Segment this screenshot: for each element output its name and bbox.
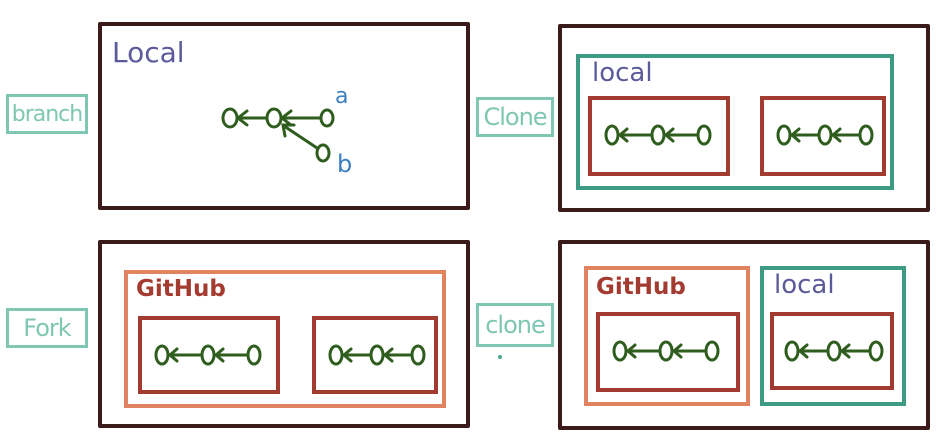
fork-panel: GitHub xyxy=(98,240,470,428)
parent-arrow xyxy=(789,127,819,143)
parent-arrow xyxy=(671,343,706,359)
branch-graph xyxy=(221,107,335,163)
repo-box xyxy=(770,312,894,390)
commit-node xyxy=(154,344,170,366)
commit-node xyxy=(410,344,426,366)
parent-arrow xyxy=(625,343,660,359)
parent-arrow xyxy=(213,347,248,363)
commit-chain xyxy=(604,124,712,146)
branch-name-a: a xyxy=(335,84,349,109)
local-repo-title: local xyxy=(592,58,653,88)
parent-arrow xyxy=(663,127,698,143)
commit-node xyxy=(826,340,842,362)
commit-node xyxy=(604,124,620,146)
commit-chain xyxy=(612,340,720,362)
clone-label-bottom: clone xyxy=(476,303,554,347)
stray-dot xyxy=(498,355,502,359)
commit-node xyxy=(328,344,344,366)
commit-chain xyxy=(776,124,874,146)
branch-label: branch xyxy=(6,94,88,134)
clone-panel: local xyxy=(558,24,930,212)
github-box: GitHub xyxy=(584,266,750,406)
commit-node xyxy=(704,340,720,362)
commit-node xyxy=(369,344,385,366)
clone2-panel: GitHub local xyxy=(558,240,930,430)
parent-arrow xyxy=(617,127,652,143)
commit-node xyxy=(221,107,239,129)
commit-node xyxy=(319,108,335,128)
parent-arrow xyxy=(797,343,828,359)
local-repo-box: local xyxy=(576,54,894,190)
commit-node xyxy=(784,340,800,362)
parent-arrow xyxy=(839,343,870,359)
commit-node xyxy=(200,344,216,366)
commit-chain xyxy=(154,344,262,366)
github-title: GitHub xyxy=(136,276,226,302)
repo-box xyxy=(596,312,740,392)
commit-node xyxy=(650,124,666,146)
parent-arrow xyxy=(167,347,202,363)
branch-panel: Local a b xyxy=(98,22,470,210)
commit-chain xyxy=(784,340,884,362)
github-box: GitHub xyxy=(124,270,446,408)
commit-node xyxy=(868,340,884,362)
commit-node xyxy=(612,340,628,362)
commit-node xyxy=(265,107,283,129)
commit-node xyxy=(658,340,674,362)
branch-name-b: b xyxy=(337,150,353,178)
repo-box xyxy=(760,96,886,176)
panel-title-local: Local xyxy=(112,36,185,69)
commit-node xyxy=(858,124,874,146)
repo-box xyxy=(138,316,280,394)
local-repo-box: local xyxy=(760,266,906,406)
commit-node xyxy=(776,124,792,146)
commit-node xyxy=(817,124,833,146)
clone-label-top: Clone xyxy=(476,97,554,137)
repo-box xyxy=(312,316,438,394)
github-title: GitHub xyxy=(596,274,686,300)
parent-arrow xyxy=(830,127,860,143)
commit-chain xyxy=(328,344,426,366)
commit-node xyxy=(315,143,331,163)
parent-arrow xyxy=(382,347,412,363)
parent-arrow xyxy=(341,347,371,363)
fork-label: Fork xyxy=(6,308,88,348)
repo-box xyxy=(588,96,730,176)
commit-node xyxy=(696,124,712,146)
commit-node xyxy=(246,344,262,366)
local-repo-title: local xyxy=(774,270,835,300)
